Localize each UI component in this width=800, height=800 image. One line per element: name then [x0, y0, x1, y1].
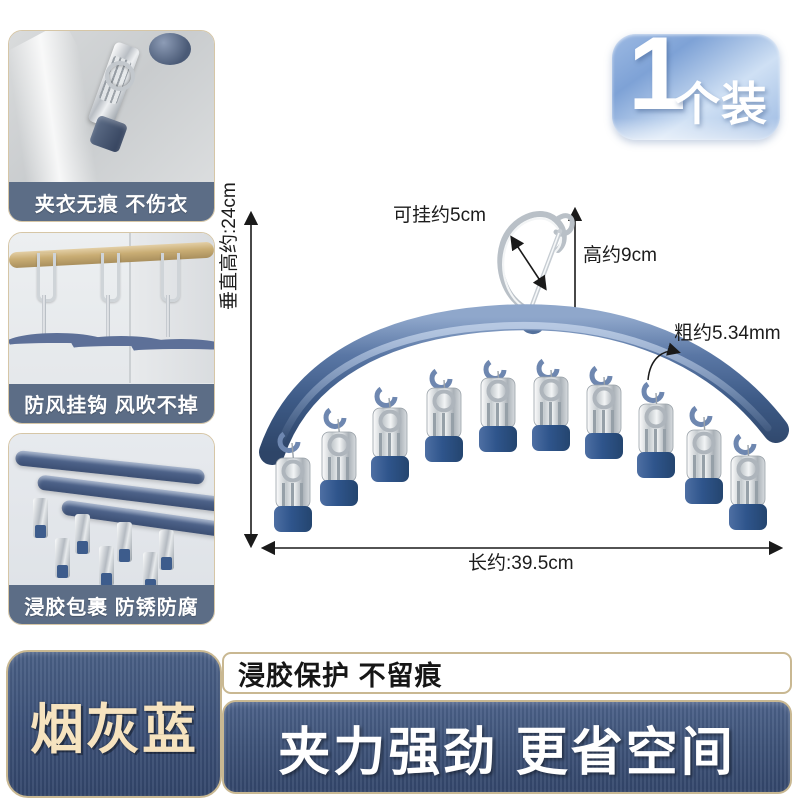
mini-clip-4	[159, 530, 174, 570]
thickness-callout	[647, 342, 681, 381]
headline-text: 夹力强劲 更省空间	[278, 723, 736, 782]
clip-3	[371, 386, 409, 482]
color-name-text: 烟灰蓝	[30, 699, 198, 760]
hook-shape-1	[37, 252, 56, 302]
clip-ring-shape	[105, 61, 135, 91]
feature-caption-3: 浸胶包裹 防锈防腐	[9, 585, 214, 624]
hook-span-label: 可挂约5cm	[393, 205, 486, 226]
clip-10	[729, 433, 767, 530]
vertical-height-label: 垂直高约:24cm	[219, 182, 240, 310]
hook-stem-2	[106, 294, 110, 337]
clip-4	[425, 368, 463, 462]
feature-thumbnail-2[interactable]: 防风挂钩 风吹不掉	[8, 231, 215, 424]
headline-bar: 夹力强劲 更省空间	[222, 700, 792, 794]
sub-headline-bar: 浸胶保护 不留痕	[222, 652, 792, 694]
hook-shape-2	[101, 252, 120, 302]
pack-count-number: 1	[628, 34, 686, 132]
clip-7	[585, 365, 623, 459]
clip-1	[274, 431, 312, 532]
clip-8	[637, 381, 675, 478]
hook-height-label: 高约9cm	[583, 245, 657, 266]
pack-count-badge: 1 个装	[612, 34, 780, 140]
hook-shape-3	[161, 252, 180, 302]
clip-5	[479, 359, 517, 452]
feature-caption-2: 防风挂钩 风吹不掉	[9, 383, 214, 423]
hanger-arc-2	[67, 335, 175, 360]
anti-wind-hook	[497, 211, 575, 335]
clip-9	[685, 405, 723, 504]
mini-clip-5	[55, 538, 70, 578]
hook-stem-1	[42, 294, 46, 337]
sub-headline-text: 浸胶保护 不留痕	[238, 660, 443, 691]
mini-clip-1	[33, 498, 48, 538]
pack-count-suffix: 个装	[674, 78, 768, 130]
mini-clip-6	[99, 546, 114, 586]
feature-thumbnail-column: 夹衣无痕 不伤衣 防风挂钩 风吹不掉	[8, 30, 215, 625]
clip-6	[532, 358, 570, 451]
hanger-knob-shape	[149, 33, 191, 65]
feature-thumbnail-3[interactable]: 浸胶包裹 防锈防腐	[8, 433, 215, 625]
hanger-arc-1	[9, 332, 111, 357]
total-length-label: 长约:39.5cm	[468, 553, 574, 574]
clip-2	[320, 407, 358, 506]
feature-thumbnail-1[interactable]: 夹衣无痕 不伤衣	[8, 30, 215, 222]
mini-clip-3	[117, 522, 132, 562]
thickness-label: 粗约5.34mm	[674, 323, 781, 344]
feature-caption-1: 夹衣无痕 不伤衣	[9, 182, 214, 221]
hook-stem-3	[166, 294, 170, 337]
hanger-arc-3	[127, 338, 214, 363]
color-name-box: 烟灰蓝	[6, 650, 222, 798]
mini-clip-2	[75, 514, 90, 554]
clip-group	[274, 358, 767, 532]
